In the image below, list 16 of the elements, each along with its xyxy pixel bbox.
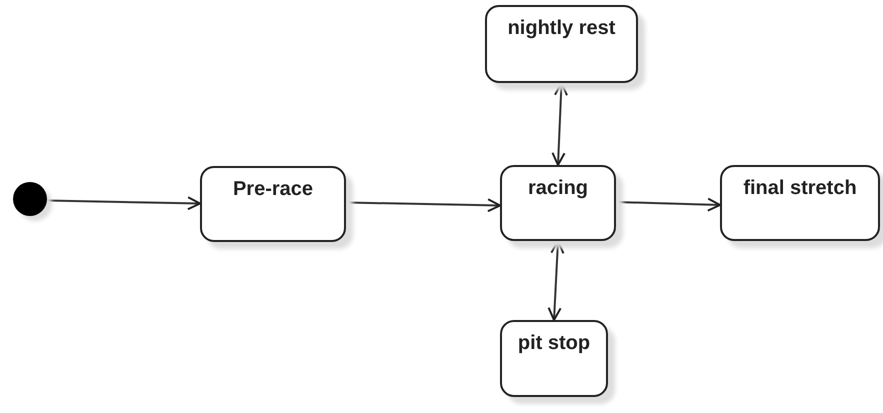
state-label: nightly rest	[506, 17, 616, 40]
state-box	[500, 165, 616, 241]
state-box	[720, 165, 880, 241]
state-box	[200, 166, 346, 242]
state-label: pit stop	[516, 332, 592, 355]
arrow	[46, 196, 201, 210]
state-label: racing	[526, 177, 590, 200]
state-label: final stretch	[742, 177, 858, 200]
arrow	[548, 240, 564, 321]
state-box	[500, 320, 608, 397]
state-box	[485, 5, 638, 83]
initial-state-dot	[13, 182, 47, 216]
arrow	[616, 198, 721, 212]
arrow	[552, 82, 568, 166]
arrow	[346, 198, 501, 212]
state-label: Pre-race	[232, 178, 314, 201]
